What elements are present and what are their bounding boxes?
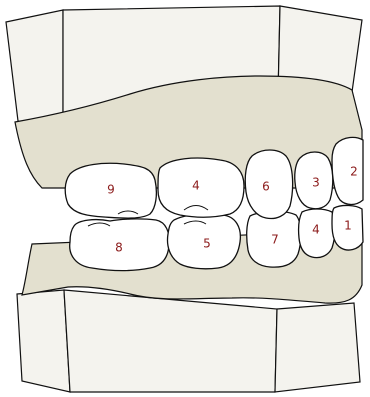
- lower-tooth-label: 8: [115, 241, 123, 255]
- lower-tooth: 8: [70, 219, 169, 271]
- lower-base-front-face: [64, 290, 277, 392]
- lower-tooth-label: 5: [203, 237, 211, 251]
- lower-base-left-face: [17, 290, 70, 392]
- lower-tooth: 4: [299, 209, 335, 258]
- upper-tooth-label: 2: [350, 165, 358, 179]
- upper-tooth: 4: [158, 158, 244, 217]
- lower-base-right-face: [275, 303, 360, 392]
- lower-tooth-label: 1: [344, 219, 352, 233]
- lower-base: [17, 290, 360, 392]
- lower-tooth: 1: [332, 205, 363, 250]
- upper-tooth: 6: [245, 150, 292, 219]
- upper-tooth-outline: [158, 158, 244, 217]
- upper-tooth: 2: [332, 137, 363, 204]
- upper-base-left-face: [6, 10, 63, 122]
- upper-tooth-label: 4: [192, 179, 200, 193]
- upper-tooth-label: 3: [312, 176, 320, 190]
- lower-tooth-label: 4: [312, 223, 320, 237]
- upper-tooth: 3: [295, 152, 333, 209]
- upper-tooth: 9: [65, 163, 156, 218]
- lower-tooth-label: 7: [271, 233, 279, 247]
- lower-tooth: 7: [247, 211, 301, 267]
- upper-tooth-label: 9: [107, 183, 115, 197]
- upper-tooth-outline: [332, 137, 363, 204]
- lower-tooth: 5: [168, 214, 241, 269]
- upper-tooth-label: 6: [262, 180, 270, 194]
